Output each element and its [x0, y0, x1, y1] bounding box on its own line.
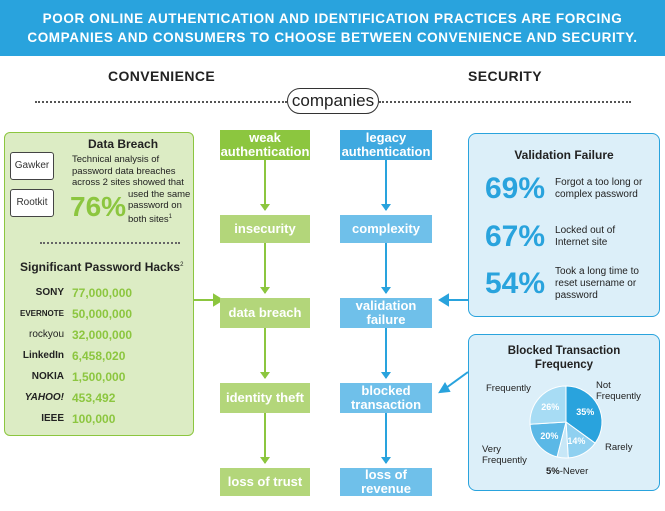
breach-text-line: used the same [128, 188, 191, 200]
flow-data-breach: data breach [220, 298, 310, 328]
sony-logo: SONY [35, 287, 64, 298]
divider-left [35, 101, 287, 103]
pie-label-very-frequently: 20% [540, 431, 558, 441]
yahoo-logo: YAHOO! [24, 392, 64, 403]
hack-row: rockyou 32,000,000 [14, 324, 184, 345]
stat-percent: 69% [485, 172, 546, 205]
hack-row: YAHOO! 453,492 [14, 387, 184, 408]
breach-text-line: Technical analysis of [72, 154, 160, 165]
pie-label-frequently: 26% [541, 402, 559, 412]
convenience-panel [4, 132, 194, 436]
flow-arrow [381, 328, 391, 379]
blocked-connector-arrow [438, 382, 451, 394]
divider-right [379, 101, 631, 103]
pie-label-not-frequently: 35% [576, 407, 594, 417]
password-hacks-list: SONY 77,000,000 EVERNOTE 50,000,000 rockyo… [14, 282, 184, 429]
label-never: 5%-Never [546, 466, 589, 477]
breach-text-line: across 2 sites showed that [72, 177, 184, 188]
pie-slice-not-frequently [565, 385, 603, 444]
label-frequently: Frequently [486, 383, 531, 394]
data-breach-text: Technical analysis of password data brea… [72, 154, 190, 225]
hack-value: 6,458,020 [72, 348, 126, 363]
flow-identity-theft: identity theft [220, 383, 310, 413]
flow-arrow [381, 243, 391, 294]
breach-text-line: both sites1 [128, 213, 173, 225]
convenience-heading: CONVENIENCE [108, 68, 216, 84]
data-breach-percent: 76% [70, 191, 127, 222]
label-rarely: Rarely [605, 442, 633, 453]
ieee-logo: IEEE [41, 413, 64, 424]
hack-value: 1,500,000 [72, 369, 126, 384]
pie-slice-very-frequently [529, 421, 567, 458]
hack-row: IEEE 100,000 [14, 408, 184, 429]
flow-arrow [260, 413, 270, 464]
hack-row: EVERNOTE 50,000,000 [14, 303, 184, 324]
breach-connector-arrow [213, 293, 224, 307]
flow-arrow [260, 243, 270, 294]
validation-failure-title: Validation Failure [514, 148, 614, 162]
security-heading: SECURITY [468, 68, 542, 84]
evernote-logo: EVERNOTE [19, 309, 64, 318]
hack-value: 100,000 [72, 411, 116, 426]
pie-label-rarely: 14% [567, 436, 585, 446]
hack-value: 453,492 [72, 390, 116, 405]
breach-text-line: password on [128, 200, 182, 211]
stat-percent: 54% [485, 267, 546, 300]
companies-label: companies [287, 88, 379, 114]
label-not-frequently: Not Frequently [596, 380, 641, 402]
label-very-frequently: Very Frequently [482, 444, 527, 466]
hack-row: SONY 77,000,000 [14, 282, 184, 303]
gawker-site-box: Gawker [10, 152, 54, 180]
hack-value: 50,000,000 [72, 306, 133, 321]
blocked-transaction-title: Blocked Transaction Frequency [507, 345, 621, 371]
hack-value: 32,000,000 [72, 327, 133, 342]
flow-arrow [381, 413, 391, 464]
breach-text-line: password data breaches [72, 165, 176, 177]
flow-arrow [260, 160, 270, 211]
pie-slice-frequently [529, 385, 567, 425]
flow-arrow [381, 160, 391, 211]
hack-value: 77,000,000 [72, 285, 133, 300]
rootkit-site-box: Rootkit [10, 189, 54, 217]
flow-loss-of-trust: loss of trust [220, 468, 310, 496]
validation-connector-arrow [438, 293, 449, 307]
password-hacks-title: Significant Password Hacks2 [20, 260, 184, 274]
flow-loss-of-revenue: loss of revenue [340, 468, 432, 496]
flow-insecurity: insecurity [220, 215, 310, 243]
rockyou-logo: rockyou [28, 329, 64, 340]
header-banner: POOR ONLINE AUTHENTICATION AND IDENTIFIC… [0, 0, 665, 56]
banner-line-2: COMPANIES AND CONSUMERS TO CHOOSE BETWEE… [27, 30, 638, 45]
hack-row: NOKIA 1,500,000 [14, 366, 184, 387]
blocked-frequency-pie: 35% 14% 20% 26% [529, 385, 603, 459]
linkedin-logo: LinkedIn [22, 350, 64, 361]
blocked-connector-line [445, 371, 469, 389]
nokia-logo: NOKIA [31, 371, 64, 382]
panel-divider [40, 242, 180, 244]
stat-percent: 67% [485, 220, 546, 253]
hack-row: LinkedIn 6,458,020 [14, 345, 184, 366]
flow-arrow [260, 328, 270, 379]
flow-complexity: complexity [340, 215, 432, 243]
data-breach-title: Data Breach [88, 137, 159, 151]
validation-failure-panel [468, 133, 660, 317]
banner-line-1: POOR ONLINE AUTHENTICATION AND IDENTIFIC… [42, 11, 623, 26]
